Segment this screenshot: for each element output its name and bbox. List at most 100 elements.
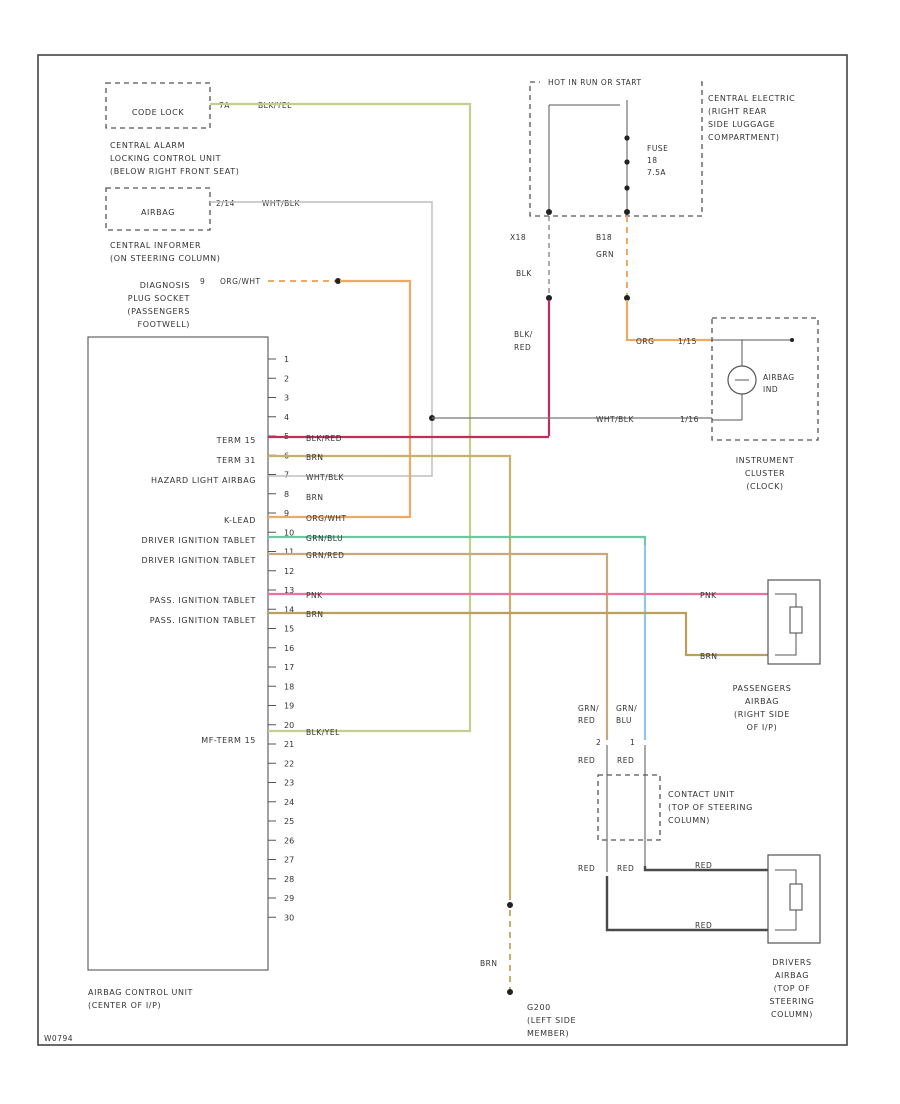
cluster-wire-mid: WHT/BLK — [596, 415, 634, 424]
wire-p8-label: BRN — [306, 493, 323, 502]
ecu-pin-number: 10 — [284, 528, 294, 537]
contact-unit-label-3: COLUMN) — [668, 816, 710, 825]
fuse-label-2: 18 — [647, 156, 658, 165]
fuse-label-1: FUSE — [647, 144, 668, 153]
ecu-pin-number: 27 — [284, 856, 294, 865]
passenger-airbag-label-1: PASSENGERS — [733, 684, 792, 693]
driver-airbag-label-5: COLUMN) — [771, 1010, 813, 1019]
ecu-label-2: (CENTER OF I/P) — [88, 1001, 161, 1010]
central-electric-label-1: CENTRAL ELECTRIC — [708, 94, 795, 103]
passenger-airbag-squib-icon — [789, 606, 803, 634]
wire-p10-label: GRN/BLU — [306, 534, 343, 543]
ecu-label-1: AIRBAG CONTROL UNIT — [88, 988, 193, 997]
ecu-pin-number: 16 — [284, 644, 294, 653]
cluster-label-3: (CLOCK) — [746, 482, 783, 491]
figure-code: W0794 — [44, 1034, 73, 1043]
contact-unit-box — [597, 774, 661, 841]
driver-airbag-label-3: (TOP OF — [774, 984, 811, 993]
grn-red-contact-2: RED — [578, 716, 595, 725]
ecu-pin10-label: K-LEAD — [224, 516, 256, 525]
ecu-pin6-label: TERM 31 — [216, 456, 256, 465]
fuse-left-pin: X18 — [510, 233, 526, 242]
code-lock-pin: 7A — [219, 101, 230, 110]
ecu-pin-number: 28 — [284, 875, 294, 884]
ground-label-3: MEMBER) — [527, 1029, 569, 1038]
informer-label-1: CENTRAL INFORMER — [110, 241, 201, 250]
fuse-label-3: 7.5A — [647, 168, 666, 177]
driver-airbag-label-4: STEERING — [770, 997, 815, 1006]
contact-pin-2: 2 — [596, 738, 601, 747]
brn-right-label: BRN — [700, 652, 717, 661]
code-lock-label: CODE LOCK — [132, 108, 184, 117]
org-cluster-label: ORG — [636, 337, 654, 346]
blk-red-label-2: RED — [514, 343, 531, 352]
ecu-pin-number: 23 — [284, 779, 294, 788]
ecu-pin-number: 26 — [284, 836, 294, 845]
ecu-pin-number: 13 — [284, 586, 294, 595]
central-electric-label-3: SIDE LUGGAGE — [708, 120, 775, 129]
blk-red-label-1: BLK/ — [514, 330, 533, 339]
driver-airbag-label-2: AIRBAG — [775, 971, 809, 980]
airbag-small-label: AIRBAG — [141, 208, 175, 217]
contact-unit-label-1: CONTACT UNIT — [668, 790, 735, 799]
passenger-airbag-label-3: (RIGHT SIDE — [734, 710, 790, 719]
ecu-pin-numbers: 1234567891011121314151617181920212223242… — [268, 355, 294, 922]
ecu-pin15-label: PASS. IGNITION TABLET — [150, 616, 256, 625]
ecu-pin-number: 8 — [284, 490, 289, 499]
ecu-pin-number: 15 — [284, 625, 294, 634]
ecu-pin-number: 25 — [284, 817, 294, 826]
diag-wire-label: ORG/WHT — [220, 277, 261, 286]
driver-wire-bottom: RED — [695, 921, 712, 930]
fuse-right-pin: B18 — [596, 233, 612, 242]
contact-unit-label-2: (TOP OF STEERING — [668, 803, 753, 812]
wire-p20-label: BLK/YEL — [306, 728, 340, 737]
red-top-label: RED — [578, 756, 595, 765]
airbag-ind-label-2: IND — [763, 385, 778, 394]
passenger-airbag-label-2: AIRBAG — [745, 697, 779, 706]
grn-label: GRN — [596, 250, 614, 259]
hot-label: HOT IN RUN OR START — [548, 78, 642, 87]
ecu-pin-number: 11 — [284, 548, 294, 557]
instrument-cluster-box — [711, 317, 819, 441]
blk-label: BLK — [516, 269, 532, 278]
passenger-airbag-label-4: OF I/P) — [747, 723, 778, 732]
ecu-pin-number: 17 — [284, 663, 294, 672]
pnk-right-label: PNK — [700, 591, 717, 600]
ground-label-1: G200 — [527, 1003, 551, 1012]
driver-wire-top: RED — [695, 861, 712, 870]
ecu-pin14-label: PASS. IGNITION TABLET — [150, 596, 256, 605]
wire-p9-label: ORG/WHT — [306, 514, 347, 523]
ecu-pin-number: 12 — [284, 567, 294, 576]
red-driver-1: RED — [578, 864, 595, 873]
cluster-pin-mid: 1/16 — [680, 415, 699, 424]
alarm-unit-label-1: CENTRAL ALARM — [110, 141, 185, 150]
alarm-unit-label-3: (BELOW RIGHT FRONT SEAT) — [110, 167, 239, 176]
ecu-pin-number: 9 — [284, 509, 289, 518]
driver-airbag-squib-icon — [789, 883, 803, 911]
ecu-pin-number: 3 — [284, 394, 289, 403]
diag-socket-label-1: DIAGNOSIS — [140, 281, 190, 290]
contact-pin-1: 1 — [630, 738, 635, 747]
ecu-pin-number: 19 — [284, 702, 294, 711]
code-lock-box — [105, 82, 211, 129]
wire-p14-label: PNK — [306, 591, 323, 600]
central-electric-label-2: (RIGHT REAR — [708, 107, 767, 116]
ecu-pin20-label: MF-TERM 15 — [201, 736, 256, 745]
ecu-pin-number: 4 — [284, 413, 289, 422]
alarm-unit-label-2: LOCKING CONTROL UNIT — [110, 154, 221, 163]
airbag-wire-label: WHT/BLK — [262, 199, 300, 208]
ecu-pin-number: 30 — [284, 913, 294, 922]
central-electric-label-4: COMPARTMENT) — [708, 133, 780, 142]
ground-label-2: (LEFT SIDE — [527, 1016, 576, 1025]
ecu-pin-number: 21 — [284, 740, 294, 749]
ecu-pin-number: 2 — [284, 374, 289, 383]
ecu-pin-number: 7 — [284, 471, 289, 480]
ecu-pin11-label: DRIVER IGNITION TABLET — [141, 536, 256, 545]
ecu-pin-number: 22 — [284, 759, 294, 768]
diag-socket-label-3: (PASSENGERS — [127, 307, 190, 316]
airbag-pin: 2/14 — [216, 199, 235, 208]
ecu-pin-number: 24 — [284, 798, 294, 807]
ecu-pin-number: 14 — [284, 605, 294, 614]
ecu-pin12-label: DRIVER IGNITION TABLET — [141, 556, 256, 565]
